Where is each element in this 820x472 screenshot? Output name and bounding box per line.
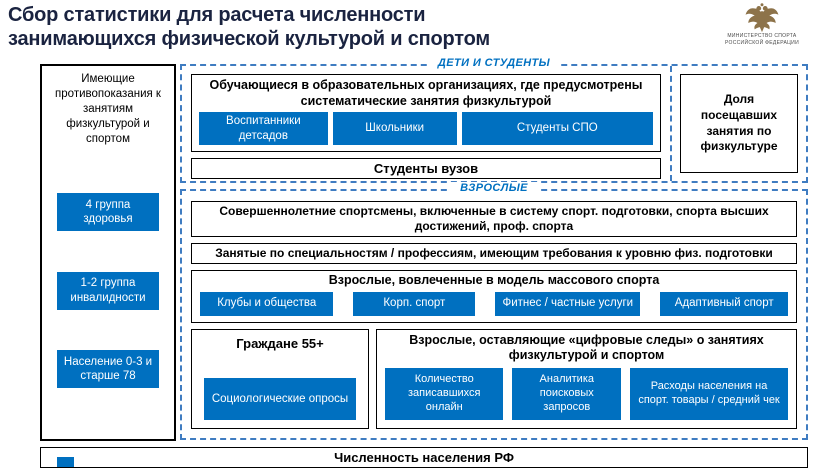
contraindications-panel: Имеющие противопоказания к занятиям физк… — [40, 64, 176, 441]
chip-corporate-sport: Корп. спорт — [353, 291, 476, 316]
education-organizations-box: Обучающиеся в образовательных организаци… — [191, 74, 661, 152]
decor-blue-mark — [57, 457, 74, 467]
chip-college-students: Студенты СПО — [461, 112, 653, 145]
contraindications-header: Имеющие противопоказания к занятиям физк… — [55, 73, 161, 145]
seniors-header: Граждане 55+ — [236, 335, 324, 351]
education-organizations-header: Обучающиеся в образовательных организаци… — [209, 78, 643, 108]
chip-disability-group: 1-2 группа инвалидности — [57, 271, 159, 310]
chip-population-age: Население 0-3 и старше 78 — [57, 350, 159, 389]
seniors-box: Граждане 55+ Социологические опросы — [191, 328, 369, 429]
attendance-share-area: Доля посещавших занятия по физкультуре — [670, 66, 806, 181]
ministry-caption-line2: РОССИЙСКОЙ ФЕДЕРАЦИИ — [725, 39, 799, 46]
digital-chips-row: Количество записавшихся онлайн Аналитика… — [385, 367, 788, 420]
digital-traces-box: Взрослые, оставляющие «цифровые следы» о… — [376, 328, 797, 429]
chip-schoolchildren: Школьники — [332, 112, 457, 145]
children-students-section: ДЕТИ И СТУДЕНТЫ Обучающиеся в образовате… — [180, 57, 808, 183]
population-total-label: Численность населения РФ — [334, 450, 514, 465]
adults-bottom-row: Граждане 55+ Социологические опросы Взро… — [191, 328, 797, 429]
chip-search-analytics: Аналитика поисковых запросов — [512, 367, 622, 420]
contraindications-items: 4 группа здоровья 1-2 группа инвалидност… — [42, 149, 174, 439]
university-students-box: Студенты вузов — [191, 158, 661, 179]
attendance-share-box: Доля посещавших занятия по физкультуре — [680, 74, 798, 173]
education-chips-row: Воспитанники детсадов Школьники Студенты… — [199, 112, 653, 145]
page-title-line1: Сбор статистики для расчета численности — [8, 4, 426, 26]
ministry-logo-block: МИНИСТЕРСТВО СПОРТА РОССИЙСКОЙ ФЕДЕРАЦИИ — [716, 2, 808, 47]
children-students-main: Обучающиеся в образовательных организаци… — [182, 66, 670, 181]
professions-box: Занятые по специальностям / профессиям, … — [191, 243, 797, 264]
mass-sport-box: Взрослые, вовлеченные в модель массового… — [191, 270, 797, 323]
chip-fitness-private: Фитнес / частные услуги — [495, 291, 641, 316]
page-title: Сбор статистики для расчета численности … — [8, 3, 490, 51]
eagle-emblem-icon — [716, 2, 808, 33]
adults-section: ВЗРОСЛЫЕ Совершеннолетние спортсмены, вк… — [180, 182, 808, 440]
chip-online-signups: Количество записавшихся онлайн — [385, 367, 504, 420]
chip-kindergarten: Воспитанники детсадов — [199, 112, 328, 145]
page-title-line2: занимающихся физической культурой и спор… — [8, 28, 490, 50]
chip-spending-average-check: Расходы населения на спорт. товары / сре… — [630, 367, 788, 420]
mass-sport-header: Взрослые, вовлеченные в модель массового… — [328, 273, 660, 287]
chip-clubs-societies: Клубы и общества — [200, 291, 334, 316]
ministry-caption-line1: МИНИСТЕРСТВО СПОРТА — [727, 33, 797, 39]
chip-health-group-4: 4 группа здоровья — [57, 193, 159, 232]
children-students-label: ДЕТИ И СТУДЕНТЫ — [427, 57, 561, 69]
digital-traces-header: Взрослые, оставляющие «цифровые следы» о… — [409, 332, 764, 363]
ministry-caption: МИНИСТЕРСТВО СПОРТА РОССИЙСКОЙ ФЕДЕРАЦИИ — [716, 33, 808, 47]
population-total-bar: Численность населения РФ — [40, 447, 808, 468]
adults-label: ВЗРОСЛЫЕ — [450, 182, 538, 194]
chip-adaptive-sport: Адаптивный спорт — [660, 291, 788, 316]
mass-sport-chips-row: Клубы и общества Корп. спорт Фитнес / ча… — [200, 291, 788, 316]
chip-sociological-surveys: Социологические опросы — [204, 378, 356, 420]
adult-athletes-box: Совершеннолетние спортсмены, включенные … — [191, 201, 797, 237]
